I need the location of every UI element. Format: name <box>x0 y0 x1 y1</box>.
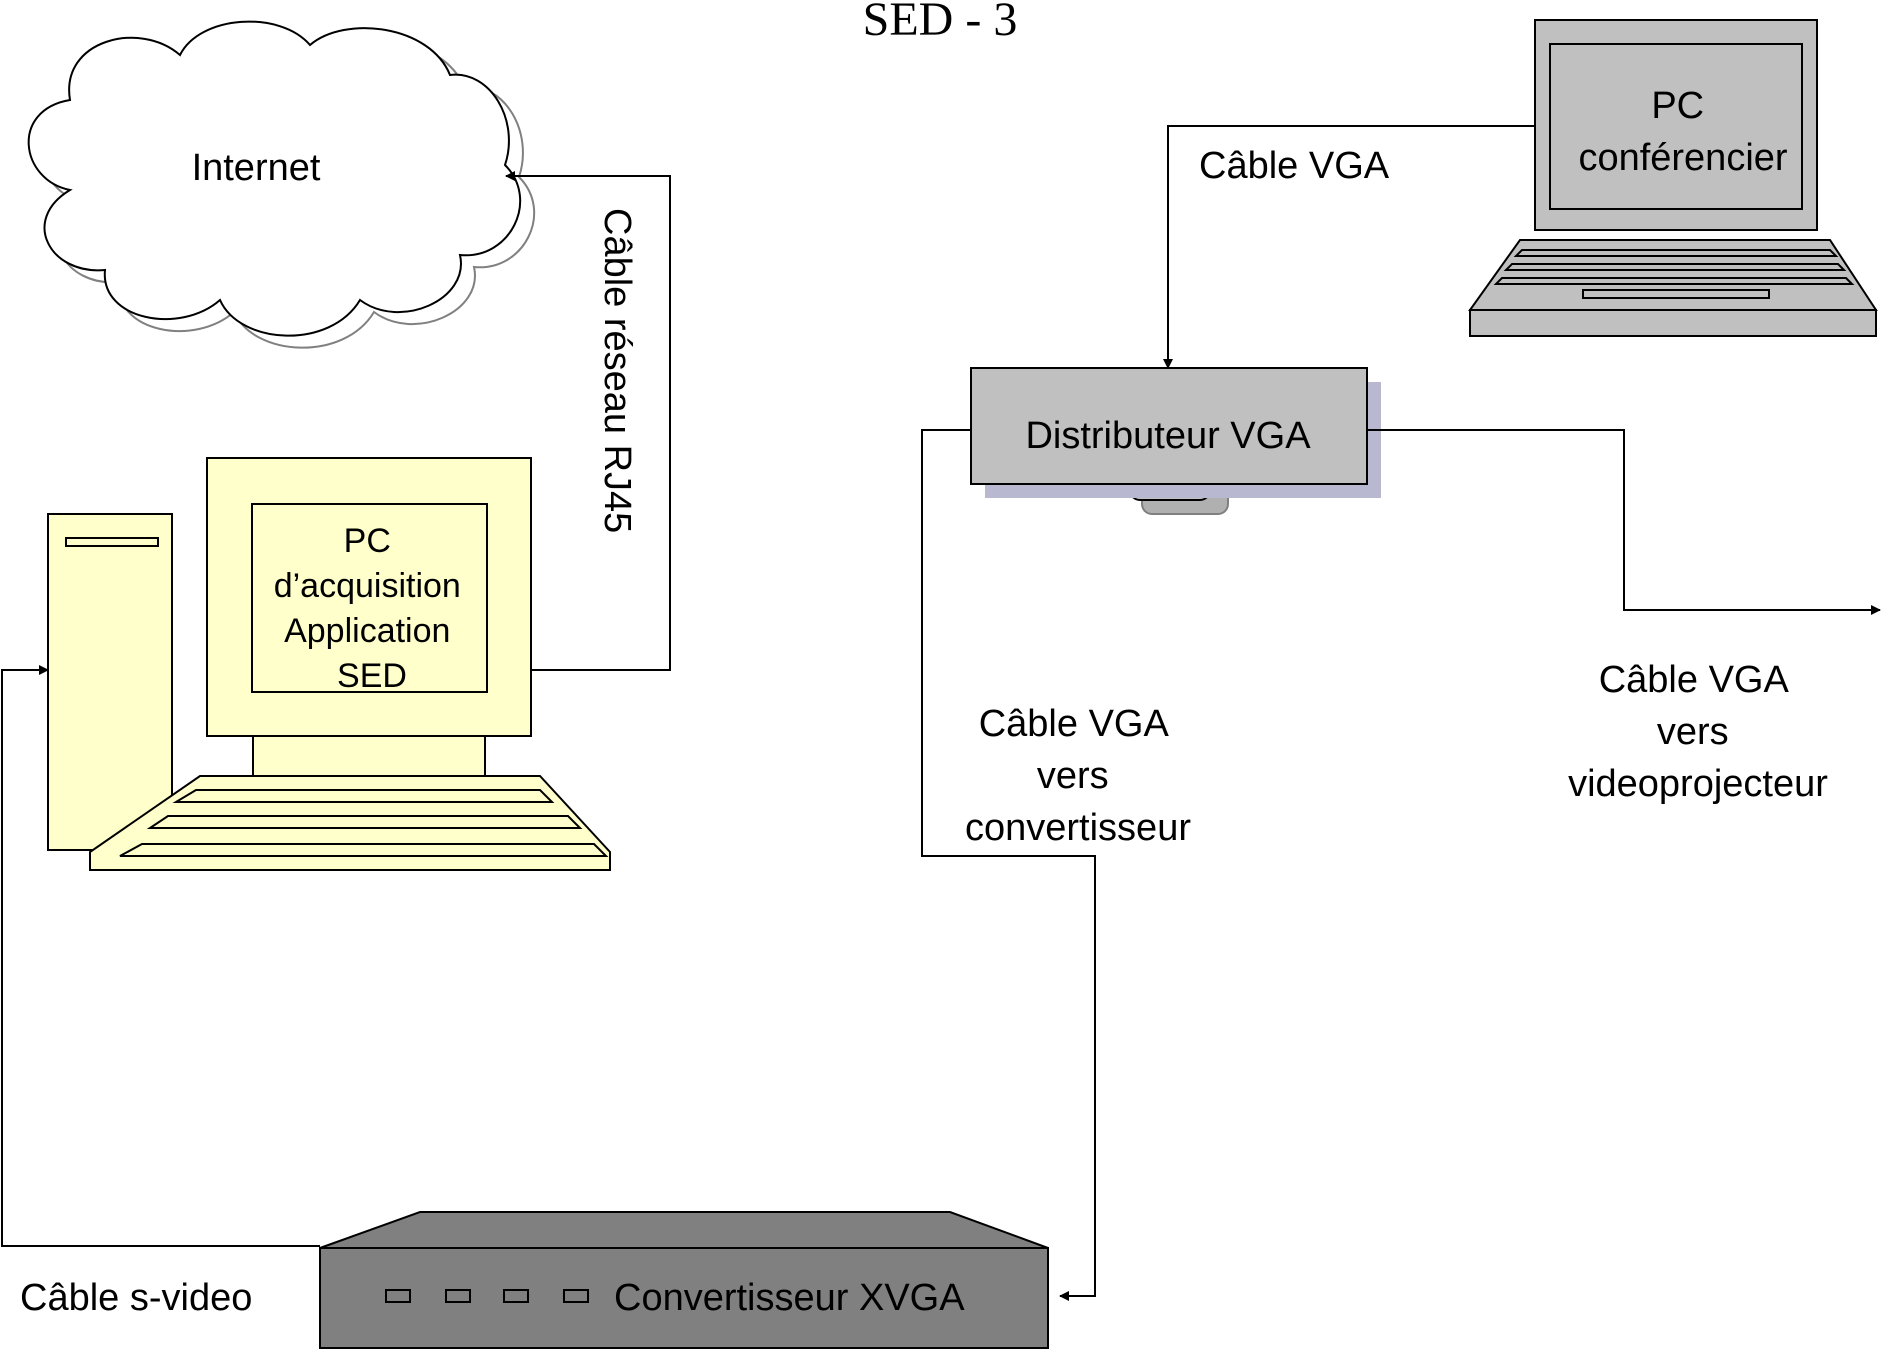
diagram-title: SED - 3 <box>863 0 1018 46</box>
distributeur-vga-box <box>970 367 1381 515</box>
vga-cable-top-line <box>1163 125 1535 369</box>
internet-label: Internet <box>192 147 321 189</box>
pc-acquisition-computer-icon <box>47 457 611 871</box>
distributeur-vga-label: Distributeur VGA <box>1025 415 1311 457</box>
pc-conferencier-label: PC conférencier <box>1578 85 1787 179</box>
internet-cloud-icon <box>27 20 536 349</box>
convertisseur-xvga-box <box>319 1211 1049 1349</box>
vga-cable-converter-line <box>921 429 1096 1301</box>
pc-acquisition-label: PC d’acquisition Application SED <box>274 522 471 695</box>
vga-cable-converter-label: Câble VGA vers convertisseur <box>965 703 1191 849</box>
convertisseur-xvga-label: Convertisseur XVGA <box>614 1277 965 1319</box>
vga-cable-projector-label: Câble VGA vers videoprojecteur <box>1568 659 1828 805</box>
svideo-cable-line <box>1 665 320 1247</box>
rj45-cable-label: Câble réseau RJ45 <box>596 208 638 533</box>
rj45-cable-line <box>505 171 671 671</box>
vga-cable-projector-line <box>1367 429 1881 615</box>
svideo-cable-label: Câble s-video <box>20 1277 252 1319</box>
vga-cable-top-label: Câble VGA <box>1199 145 1390 187</box>
pc-conferencier-laptop-icon <box>1468 19 1878 337</box>
